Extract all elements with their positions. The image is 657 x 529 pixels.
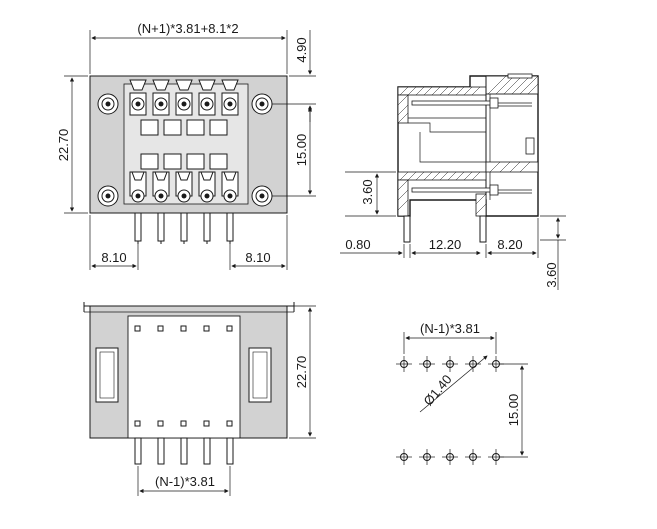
side-view: 3.60 0.80 12.20 8.20 3.60 xyxy=(340,73,566,290)
front-view: 22.70 (N-1)*3.81 xyxy=(83,302,316,496)
front-lower-holes xyxy=(134,420,233,427)
dim-side-right: 8.20 xyxy=(497,237,522,252)
dim-pcb-vertical-pitch: 15.00 xyxy=(506,394,521,427)
mounting-hole-top-right xyxy=(251,93,273,115)
upper-screw-row xyxy=(129,79,239,116)
pcb-upper-holes xyxy=(396,356,504,372)
mounting-hole-top-left xyxy=(97,93,119,115)
dim-front-height: 22.70 xyxy=(294,356,309,389)
top-view: (N+1)*3.81+8.1*2 4.90 15.00 22.70 8.10 8… xyxy=(56,21,316,270)
dim-left-margin: 8.10 xyxy=(101,250,126,265)
dim-pcb-pitch: (N-1)*3.81 xyxy=(420,321,480,336)
window-openings xyxy=(140,119,228,170)
front-pins xyxy=(134,437,234,465)
dim-right-margin: 8.10 xyxy=(245,250,270,265)
dim-side-bottom-offset: 3.60 xyxy=(544,262,559,287)
front-upper-holes xyxy=(134,325,233,332)
dim-vertical-pitch: 15.00 xyxy=(294,134,309,167)
dim-hole-diameter: Ø1.40 xyxy=(420,372,454,409)
mounting-hole-bottom-right xyxy=(251,185,273,207)
lower-screw-row xyxy=(129,171,239,203)
dim-height-left: 22.70 xyxy=(56,129,71,162)
pcb-layout: (N-1)*3.81 Ø1.40 15.00 xyxy=(396,321,528,465)
dim-side-pin-distance: 12.20 xyxy=(429,237,462,252)
dim-front-pitch: (N-1)*3.81 xyxy=(155,474,215,489)
dim-top-width: (N+1)*3.81+8.1*2 xyxy=(137,21,238,36)
pcb-lower-holes xyxy=(396,449,504,465)
dim-top-offset: 4.90 xyxy=(294,37,309,62)
dim-side-thickness: 0.80 xyxy=(345,237,370,252)
mounting-hole-bottom-left xyxy=(97,185,119,207)
top-view-pins xyxy=(134,212,234,244)
dim-side-pin-offset: 3.60 xyxy=(360,179,375,204)
